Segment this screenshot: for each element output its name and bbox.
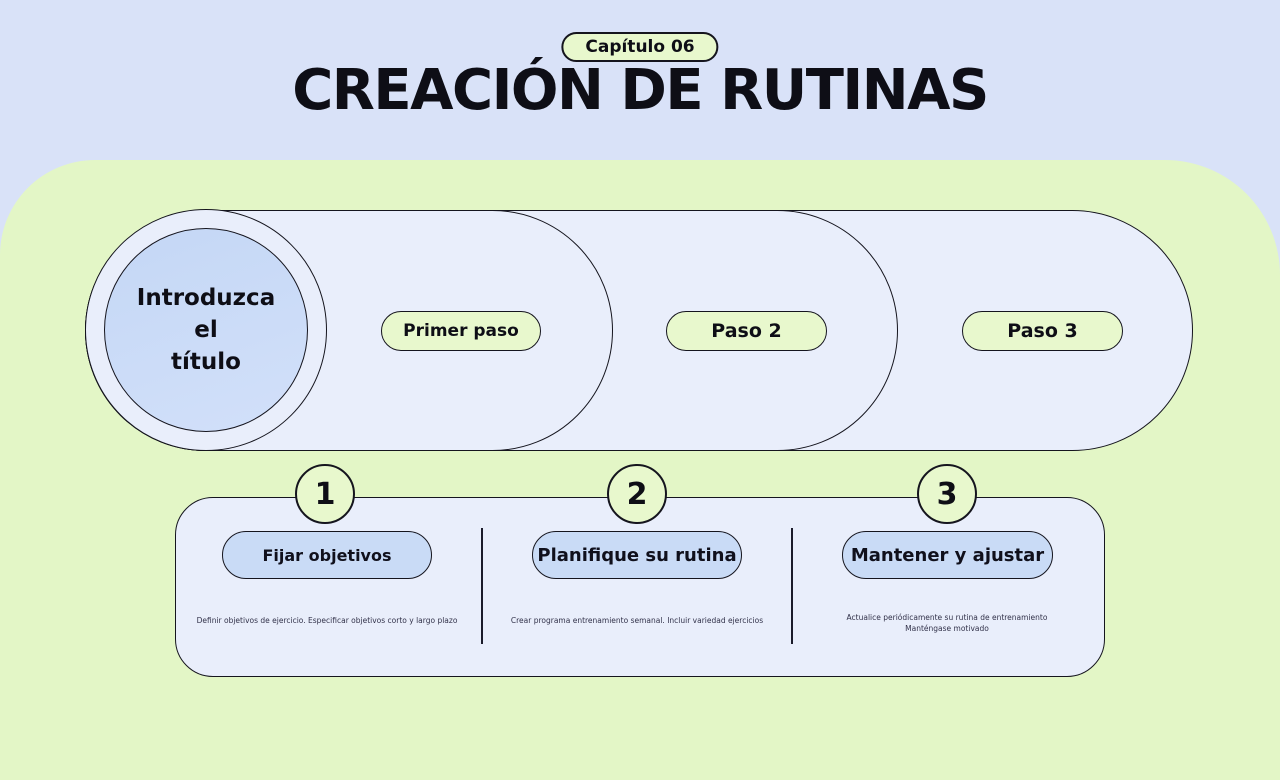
detail-pill-mantener-y-ajustar[interactable]: Mantener y ajustar [842,531,1053,579]
chapter-badge[interactable]: Capítulo 06 [561,32,719,62]
step-number-2: 2 [607,464,667,524]
step-number-3: 3 [917,464,977,524]
step-pill-primer-paso[interactable]: Primer paso [381,311,541,351]
step-number-1: 1 [295,464,355,524]
details-card [175,497,1105,677]
slide-title[interactable]: CREACIÓN DE RUTINAS [292,58,989,123]
detail-description-2[interactable]: Crear programa entrenamiento semanal. In… [510,616,764,625]
divider [791,528,793,644]
step-pill-paso-3[interactable]: Paso 3 [962,311,1123,351]
detail-pill-planifique-su-rutina[interactable]: Planifique su rutina [532,531,742,579]
detail-pill-fijar-objetivos[interactable]: Fijar objetivos [222,531,432,579]
divider [481,528,483,644]
detail-description-3[interactable]: Actualice periódicamente su rutina de en… [846,613,1048,634]
step-pill-paso-2[interactable]: Paso 2 [666,311,827,351]
detail-description-1[interactable]: Definir objetivos de ejercicio. Especifi… [196,616,458,625]
title-circle-placeholder[interactable]: Introduzca el título [104,228,308,432]
